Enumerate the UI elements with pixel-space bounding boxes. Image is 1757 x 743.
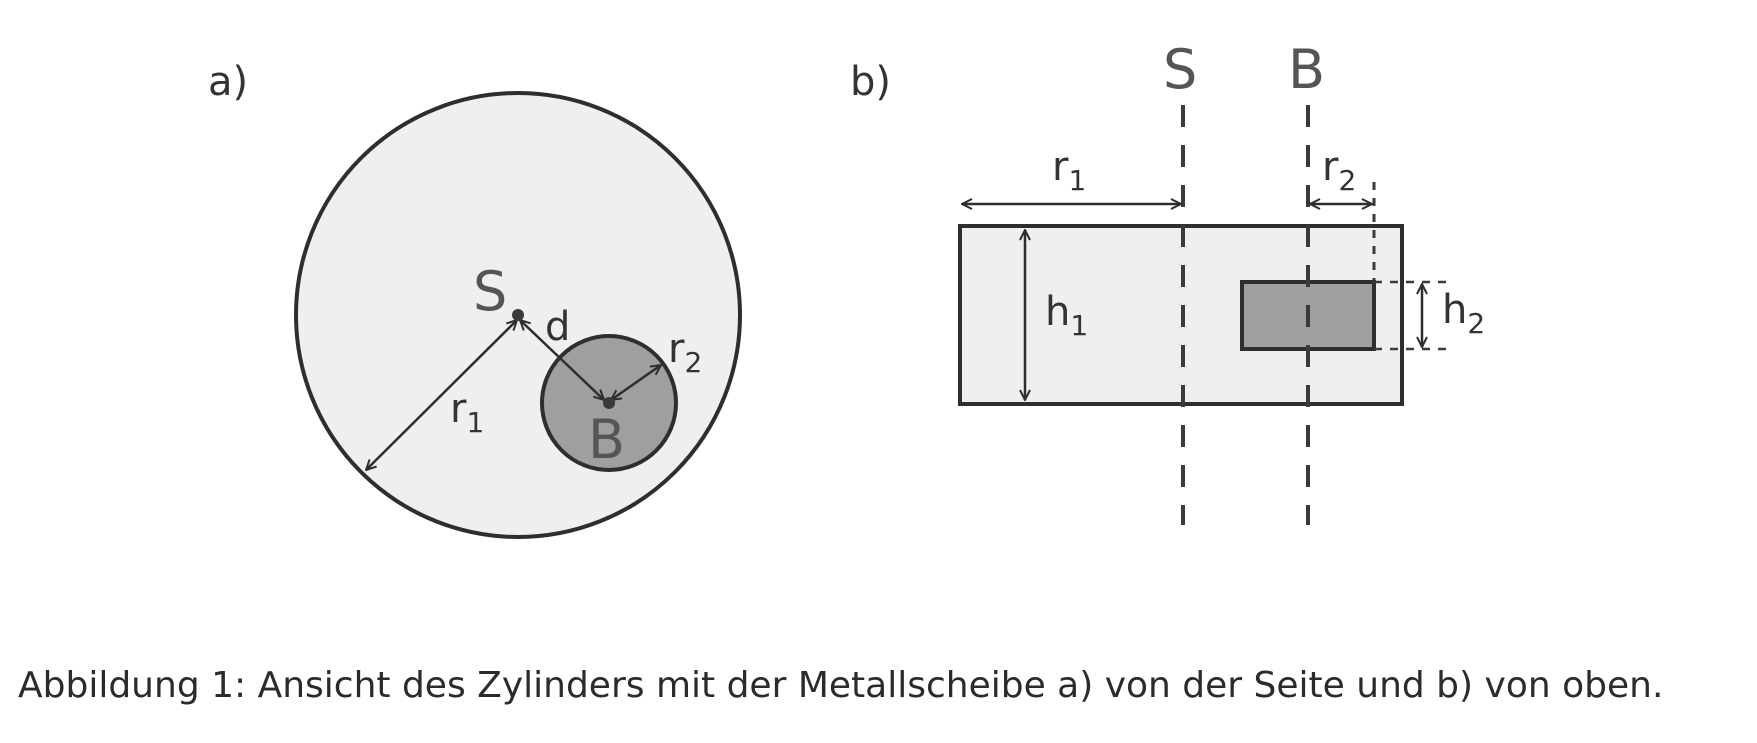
radius2-arrow bbox=[611, 365, 661, 400]
panel-b: b) S B r1 r2 h1 h2 bbox=[850, 38, 1485, 525]
center-point-s bbox=[512, 309, 524, 321]
point-s-label: S bbox=[473, 260, 507, 323]
distance-arrow bbox=[520, 320, 604, 400]
radius2-label-a: r2 bbox=[668, 326, 702, 379]
radius1-arrow bbox=[366, 320, 517, 470]
height2-label: h2 bbox=[1442, 287, 1485, 340]
axis-b-label: B bbox=[1288, 38, 1325, 101]
panel-a-label: a) bbox=[208, 59, 248, 105]
distance-label: d bbox=[545, 304, 570, 350]
axis-s-label: S bbox=[1163, 38, 1197, 101]
radius1-label-a: r1 bbox=[450, 386, 484, 439]
panel-a: a) S B d r1 r2 bbox=[208, 59, 742, 539]
radius2-label-b: r2 bbox=[1322, 144, 1356, 197]
panel-b-label: b) bbox=[850, 59, 891, 105]
figure-caption: Abbildung 1: Ansicht des Zylinders mit d… bbox=[18, 665, 1664, 706]
radius1-label-b: r1 bbox=[1052, 144, 1086, 197]
center-point-b bbox=[603, 397, 615, 409]
height1-label: h1 bbox=[1045, 289, 1088, 342]
point-b-label: B bbox=[588, 408, 625, 471]
